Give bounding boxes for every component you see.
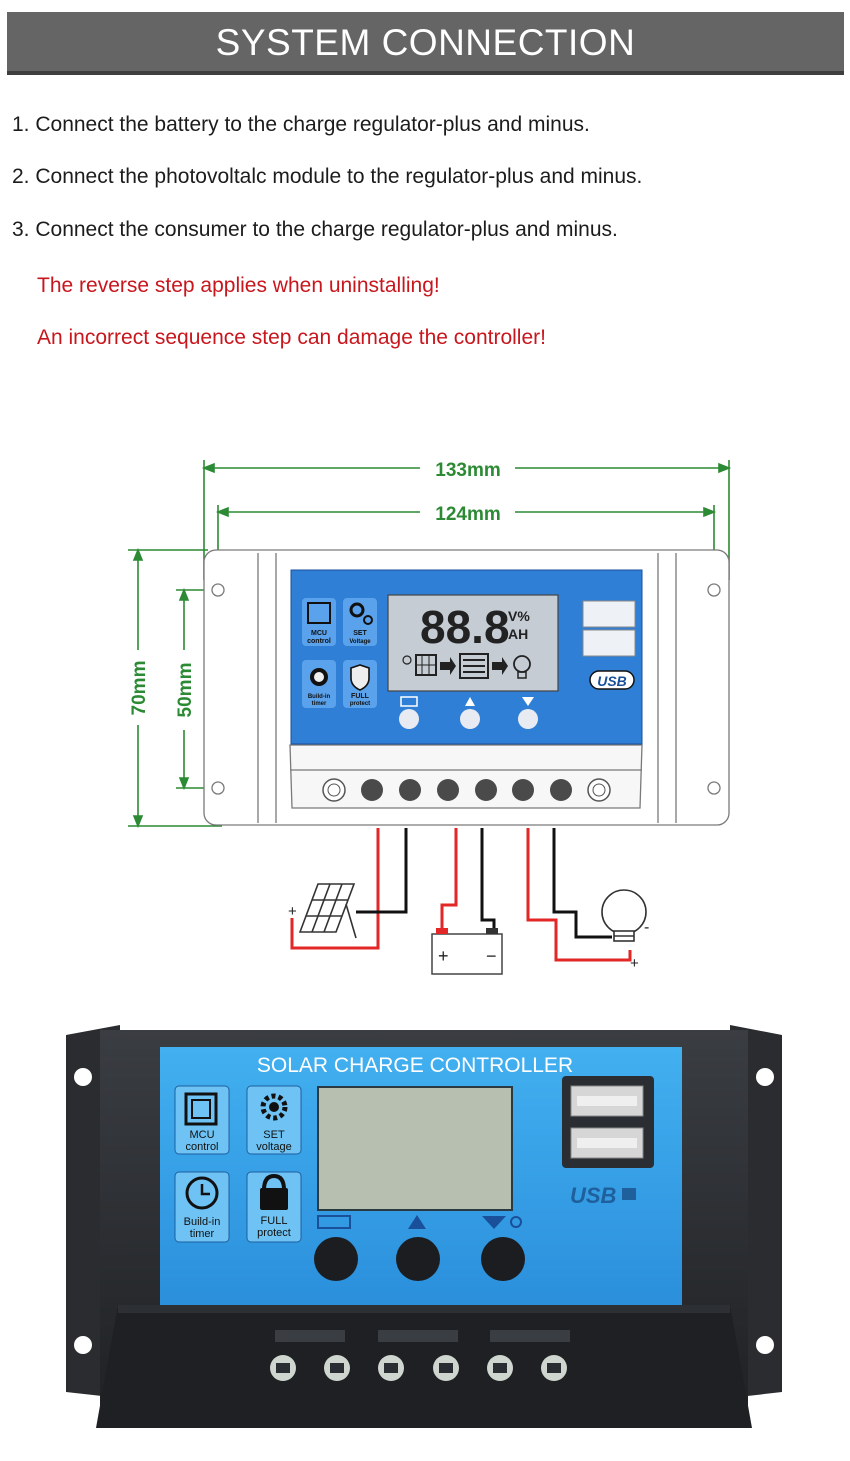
svg-text:control: control <box>185 1141 218 1153</box>
battery-icon <box>431 928 503 975</box>
solar-plus-label: + <box>288 903 297 920</box>
instruction-step-1: 1. Connect the battery to the charge reg… <box>12 113 590 136</box>
light-bulb-icon <box>601 889 647 942</box>
terminal-block <box>96 1305 752 1428</box>
diagram-feature-badges <box>302 598 377 708</box>
svg-text:MCU: MCU <box>189 1129 214 1141</box>
dimension-70mm: 70mm <box>129 661 150 716</box>
svg-text:USB: USB <box>597 673 627 689</box>
lcd-digits: 88.8 <box>420 601 510 653</box>
svg-text:protect: protect <box>257 1227 291 1239</box>
dimension-lines <box>128 460 732 829</box>
menu-button <box>314 1237 358 1281</box>
down-button <box>481 1237 525 1281</box>
photo-usb-logo: USB <box>570 1183 617 1208</box>
svg-text:SET: SET <box>263 1129 285 1141</box>
svg-text:Build-in: Build-in <box>184 1216 221 1228</box>
dimension-124mm: 124mm <box>435 504 501 525</box>
svg-text:MCU: MCU <box>311 630 327 637</box>
lcd-unit-volt-percent: V% <box>508 608 530 624</box>
section-header: SYSTEM CONNECTION <box>7 12 844 75</box>
svg-text:FULL: FULL <box>351 693 370 700</box>
controller-product-photo: SOLAR CHARGE CONTROLLER MCU control SET … <box>66 1025 782 1428</box>
usb-port-top <box>582 600 636 628</box>
dimension-50mm: 50mm <box>175 663 196 718</box>
terminal-symbols <box>275 1330 570 1342</box>
up-button <box>396 1237 440 1281</box>
lcd-unit-amp-hour: AH <box>508 626 528 642</box>
warning-reverse-step: The reverse step applies when uninstalli… <box>37 274 440 297</box>
instruction-step-2: 2. Connect the photovoltalc module to th… <box>12 165 643 188</box>
bulb-minus-label: - <box>644 919 649 936</box>
usb-port-bottom <box>582 629 636 657</box>
svg-text:FULL: FULL <box>261 1215 288 1227</box>
svg-text:timer: timer <box>190 1228 215 1240</box>
bulb-plus-label: + <box>630 955 639 972</box>
svg-text:Voltage: Voltage <box>349 639 371 645</box>
solar-panel-icon <box>298 883 357 939</box>
instruction-step-3: 3. Connect the consumer to the charge re… <box>12 218 618 241</box>
page-title: SYSTEM CONNECTION <box>215 22 636 63</box>
wiring <box>290 828 632 962</box>
svg-text:voltage: voltage <box>256 1141 291 1153</box>
warning-incorrect-sequence: An incorrect sequence step can damage th… <box>37 326 546 349</box>
svg-text:Build-in: Build-in <box>308 694 331 700</box>
photo-lcd-screen <box>317 1086 513 1211</box>
dimension-wiring-diagram: 133mm 124mm 70mm 50mm 88.8 V% AH <box>128 460 732 975</box>
battery-plus-label: + <box>438 946 449 966</box>
terminal-screws <box>270 1355 567 1381</box>
dimension-133mm: 133mm <box>435 460 501 481</box>
product-title: SOLAR CHARGE CONTROLLER <box>257 1054 573 1077</box>
svg-text:protect: protect <box>350 701 370 707</box>
up-button-knob <box>460 709 480 729</box>
photo-button-icons <box>317 1215 522 1229</box>
usb-logo <box>589 670 635 690</box>
diagram-terminals <box>322 778 611 802</box>
svg-text:SET: SET <box>353 630 367 637</box>
down-button-knob <box>518 709 538 729</box>
lcd-flow-icons <box>402 653 531 679</box>
menu-button-knob <box>399 709 419 729</box>
diagram-control-buttons <box>399 696 538 729</box>
svg-text:control: control <box>307 638 331 645</box>
battery-minus-label: − <box>486 946 497 966</box>
svg-text:timer: timer <box>312 701 327 707</box>
